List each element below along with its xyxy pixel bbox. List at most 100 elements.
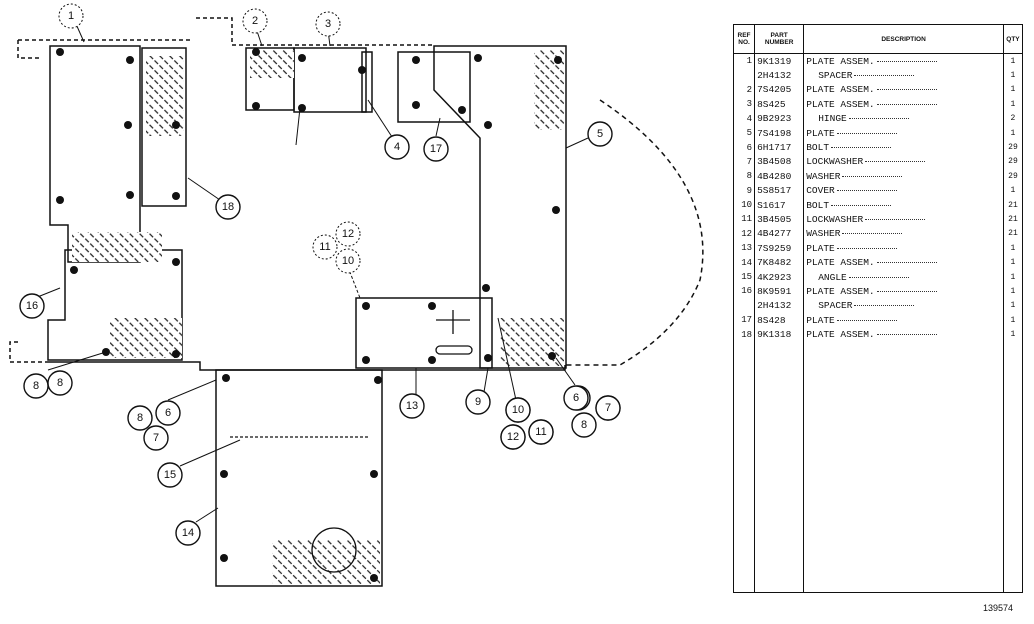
- callout-circle: [505, 397, 531, 423]
- description-text: BOLT: [806, 199, 830, 211]
- description-text: LOCKWASHER: [806, 156, 864, 168]
- description-text: PLATE ASSEM.: [806, 329, 875, 341]
- row-ref: [732, 68, 756, 83]
- callout-label: 11: [319, 241, 330, 253]
- callout-label: 11: [535, 426, 546, 438]
- description-text: COVER: [806, 185, 835, 197]
- row-ref: 18: [732, 327, 756, 342]
- row-description: LOCKWASHER: [803, 154, 1004, 170]
- callout-label: 8: [33, 380, 39, 392]
- plate-17: [397, 51, 471, 123]
- row-ref: 9: [732, 183, 756, 198]
- row-description: PLATE ASSEM.: [803, 53, 1004, 69]
- dot-leader: [854, 75, 915, 77]
- callout-circle: [155, 400, 181, 426]
- callout-circle: [312, 234, 338, 260]
- row-qty: 21: [1002, 226, 1024, 242]
- description-text: SPACER: [818, 300, 853, 312]
- row-part: 8S428: [754, 313, 805, 328]
- row-ref: 16: [732, 284, 756, 299]
- row-description: PLATE: [803, 241, 1004, 256]
- row-description: SPACER: [803, 298, 1004, 314]
- callout-label: 12: [507, 431, 519, 443]
- row-part: 2H4132: [754, 298, 805, 314]
- row-part: S1617: [754, 197, 805, 213]
- plate-14: [215, 369, 383, 587]
- row-description: BOLT: [803, 140, 1004, 155]
- callout-10: 10: [335, 248, 361, 274]
- row-part: 8S425: [754, 97, 805, 112]
- figure-number: 139574: [983, 603, 1014, 613]
- callout-label: 8: [581, 419, 587, 431]
- dot-leader: [854, 305, 915, 307]
- row-ref: 5: [732, 125, 756, 141]
- row-description: WASHER: [803, 169, 1004, 184]
- plate-1: [49, 45, 141, 263]
- row-part: 7S9259: [754, 241, 805, 256]
- row-ref: 3: [732, 97, 756, 112]
- dot-leader: [876, 290, 937, 292]
- callout-label: 8: [137, 412, 143, 424]
- dot-leader: [865, 218, 926, 220]
- callout-circle: [399, 393, 425, 419]
- callout-8: 8: [127, 405, 153, 431]
- dot-leader: [876, 89, 937, 91]
- callout-circle: [384, 134, 410, 160]
- row-qty: 29: [1002, 169, 1024, 184]
- callout-circle: [500, 424, 526, 450]
- row-ref: 11: [732, 212, 756, 227]
- row-description: BOLT: [803, 197, 1004, 213]
- callout-15: 15: [157, 462, 183, 488]
- row-part: 4K2923: [754, 269, 805, 285]
- callout-circle: [127, 405, 153, 431]
- callout-18: 18: [215, 194, 241, 220]
- callout-5: 5: [587, 121, 613, 147]
- row-description: PLATE: [803, 125, 1004, 141]
- empty-cell: [754, 341, 805, 593]
- row-part: 9K1319: [754, 53, 805, 69]
- row-qty: 1: [1002, 125, 1024, 141]
- hinge-4: [361, 51, 373, 113]
- row-qty: 1: [1002, 255, 1024, 270]
- callout-12: 12: [500, 424, 526, 450]
- dot-leader: [876, 262, 937, 264]
- description-text: PLATE: [806, 314, 835, 326]
- callout-11: 11: [312, 234, 338, 260]
- dot-leader: [842, 233, 903, 235]
- callout-10: 10: [505, 397, 531, 423]
- callout-3: 3: [315, 11, 341, 37]
- callout-circle: [528, 419, 554, 445]
- row-part: 7K8482: [754, 255, 805, 270]
- row-qty: 29: [1002, 140, 1024, 155]
- callout-label: 5: [597, 128, 603, 140]
- callout-circle: [215, 194, 241, 220]
- row-description: PLATE ASSEM.: [803, 97, 1004, 112]
- callout-circle: [47, 370, 73, 396]
- callout-circle: [465, 389, 491, 415]
- callout-7: 7: [595, 395, 621, 421]
- frame-right-rim: [565, 99, 704, 366]
- callout-label: 7: [605, 402, 611, 414]
- row-part: 5S8517: [754, 183, 805, 198]
- dot-leader: [831, 147, 892, 149]
- description-text: PLATE ASSEM.: [806, 84, 875, 96]
- description-text: SPACER: [818, 70, 853, 82]
- callout-label: 4: [394, 141, 400, 153]
- row-part: 4B4277: [754, 226, 805, 242]
- callout-6: 6: [563, 385, 589, 411]
- callout-label: 10: [342, 255, 354, 267]
- callout-label: 16: [26, 300, 38, 312]
- row-description: LOCKWASHER: [803, 212, 1004, 227]
- callout-circle: [335, 248, 361, 274]
- callout-circle: [242, 8, 268, 34]
- row-description: COVER: [803, 183, 1004, 198]
- callout-8: 8: [23, 373, 49, 399]
